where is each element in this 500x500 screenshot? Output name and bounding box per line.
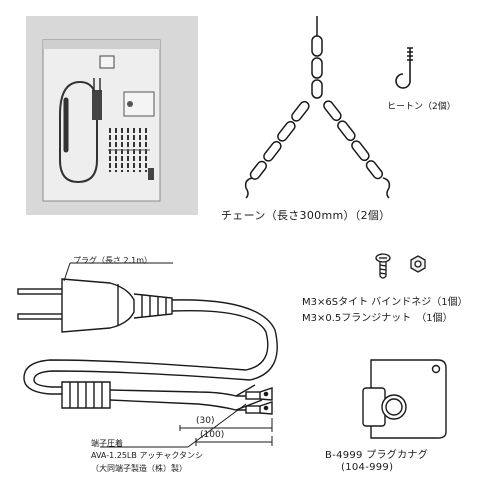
package-photo [26,16,198,215]
dimension-lines [63,262,273,448]
plug-cap-label: B-4999 プラグカナグ [325,450,428,461]
dimension-30-label: (30) [196,416,215,426]
plug-cord-drawing [17,278,278,415]
screw-drawing [375,253,391,279]
plug-label: プラグ（長さ 2.1m） [73,256,153,265]
screw-label: M3×6Sタイト バインドネジ（1個） [302,297,468,308]
plug-cap-drawing [362,359,447,439]
hook-drawing [395,47,413,89]
chain-drawing [244,16,391,199]
dimension-100-label: (100) [200,430,225,440]
nut-label: M3×0.5フランジナット （1個） [302,313,453,324]
terminal-note-line-3: （大同端子製造（株）製） [91,464,187,473]
nut-drawing [410,255,426,273]
hook-label: ヒートン（2個） [387,102,456,112]
terminal-note-line-2: AVA-1.25LB アッチャクタンシ [91,451,204,460]
chain-label: チェーン（長さ300mm）（2個） [221,209,391,222]
plug-cap-part-number: (104-999) [341,462,394,473]
terminal-note-line-1: 端子圧着 [91,439,123,448]
